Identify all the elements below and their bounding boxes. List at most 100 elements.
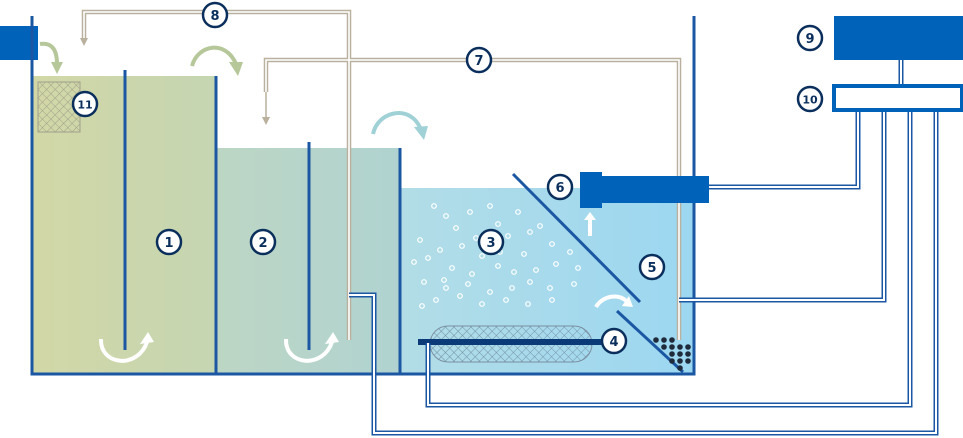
bubble xyxy=(487,203,493,209)
swirl-arrow-2 xyxy=(283,338,334,363)
overflow-arrow-2 xyxy=(371,111,423,135)
callout-9-label: 9 xyxy=(805,32,814,47)
bubble xyxy=(453,225,459,231)
sludge-dot xyxy=(661,344,667,350)
block-9 xyxy=(834,16,963,60)
pipe-drop-arrows xyxy=(80,38,270,125)
aeration-bubbles xyxy=(411,203,581,309)
bubble xyxy=(433,297,439,303)
bubble xyxy=(419,303,425,309)
bubble xyxy=(549,241,555,247)
callout-5: 5 xyxy=(638,253,666,281)
bubble xyxy=(425,255,431,261)
callout-7: 7 xyxy=(465,46,493,74)
callout-1: 1 xyxy=(155,228,183,256)
callout-10: 10 xyxy=(796,85,824,113)
callout-4-label: 4 xyxy=(609,335,618,350)
bubble xyxy=(473,235,479,241)
callout-1-label: 1 xyxy=(164,236,173,251)
flow-arrows xyxy=(39,41,630,363)
bubble xyxy=(527,279,533,285)
bubble xyxy=(505,233,511,239)
callout-8-label: 8 xyxy=(210,9,219,24)
plate-flow-arrow xyxy=(594,294,630,309)
bubble xyxy=(441,277,447,283)
bubble xyxy=(495,263,501,269)
bubble xyxy=(437,247,443,253)
callout-3: 3 xyxy=(477,228,505,256)
bubble xyxy=(527,229,533,235)
control-lines-inner xyxy=(349,60,937,434)
callouts: 1 2 3 4 5 6 7 8 xyxy=(71,1,824,355)
bubble xyxy=(469,271,475,277)
bubble xyxy=(515,209,521,215)
bubble xyxy=(459,243,465,249)
sludge-dot xyxy=(685,358,691,364)
block-10 xyxy=(832,84,963,112)
callout-4: 4 xyxy=(600,327,628,355)
bubble xyxy=(443,285,449,291)
sludge-dot xyxy=(677,351,683,357)
pump-6 xyxy=(580,172,709,208)
bubble xyxy=(547,285,553,291)
bubble xyxy=(521,251,527,257)
inlet-flow-arrow xyxy=(39,41,59,65)
bubble xyxy=(467,209,473,215)
bubble xyxy=(537,223,543,229)
bubble xyxy=(533,267,539,273)
pump-6-up-arrow xyxy=(584,212,596,236)
callout-2-label: 2 xyxy=(258,236,267,251)
bubble xyxy=(417,237,423,243)
bubble xyxy=(525,301,531,307)
bubble xyxy=(411,259,417,265)
bubble xyxy=(421,279,427,285)
bubble xyxy=(549,297,555,303)
sludge-dot xyxy=(669,344,675,350)
sludge-dot xyxy=(685,344,691,350)
swirl-arrow-1 xyxy=(98,338,149,363)
baffles xyxy=(123,70,311,350)
bubble xyxy=(567,249,573,255)
sludge-dot xyxy=(669,337,675,343)
flow-arrow-heads xyxy=(51,62,633,344)
sludge-dots xyxy=(653,337,691,371)
callout-2: 2 xyxy=(249,228,277,256)
bubble xyxy=(503,297,509,303)
sludge-dot xyxy=(669,351,675,357)
callout-9: 9 xyxy=(796,24,824,52)
bubble xyxy=(443,213,449,219)
sludge-dot xyxy=(677,365,683,371)
callout-6: 6 xyxy=(546,173,574,201)
bubble xyxy=(479,301,485,307)
callout-7-label: 7 xyxy=(474,54,483,69)
bubble xyxy=(457,293,463,299)
sludge-dot xyxy=(669,358,675,364)
bubble xyxy=(487,289,493,295)
sludge-dot xyxy=(677,344,683,350)
bubble xyxy=(431,203,437,209)
bubble xyxy=(553,261,559,267)
sludge-dot xyxy=(677,358,683,364)
callout-3-label: 3 xyxy=(486,236,495,251)
callout-8: 8 xyxy=(201,1,229,29)
overflow-arrow-1 xyxy=(190,45,238,67)
bubble xyxy=(449,265,455,271)
bubble xyxy=(571,281,577,287)
callout-11-label: 11 xyxy=(77,99,92,112)
bubble xyxy=(511,269,517,275)
sludge-dot xyxy=(685,351,691,357)
bubble xyxy=(509,285,515,291)
callout-10-label: 10 xyxy=(802,94,818,107)
sludge-dot xyxy=(653,337,659,343)
bubble xyxy=(575,265,581,271)
callout-6-label: 6 xyxy=(555,181,564,196)
aerator-bar xyxy=(418,339,604,345)
bubble xyxy=(495,221,501,227)
callout-11: 11 xyxy=(71,90,99,118)
bubble xyxy=(465,281,471,287)
callout-5-label: 5 xyxy=(647,261,656,276)
sludge-dot xyxy=(661,337,667,343)
bubble xyxy=(479,253,485,259)
